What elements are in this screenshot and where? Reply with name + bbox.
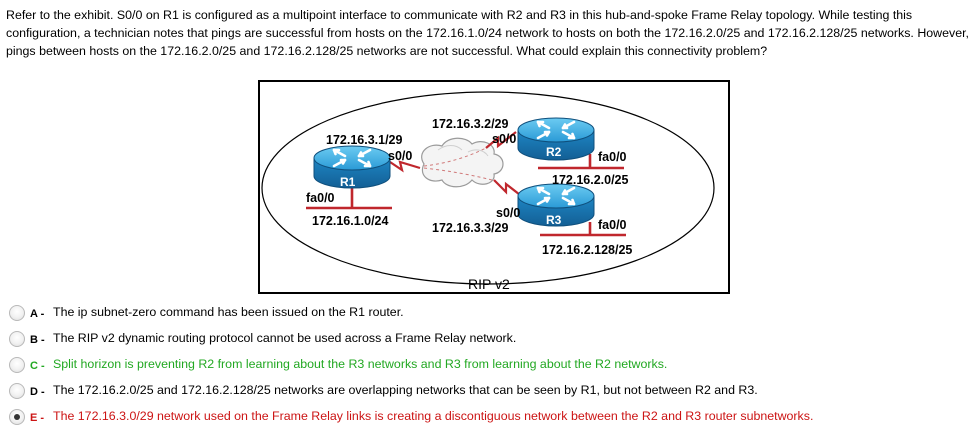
router-r3-label: R3 (546, 213, 562, 227)
routing-protocol-label: RIP v2 (468, 276, 510, 292)
r2-lan-net: 172.16.2.0/25 (552, 173, 629, 187)
option-letter: D - (30, 386, 45, 398)
serial-link-r3 (493, 179, 525, 199)
exhibit-diagram: R1 R2 R3 172.16.3.1/29 s0/0 fa0/0 172.16… (258, 80, 730, 294)
r1-serial-if: s0/0 (388, 149, 412, 163)
router-r2-label: R2 (546, 145, 562, 159)
question-text: Refer to the exhibit. S0/0 on R1 is conf… (6, 8, 969, 58)
lan-segment-r1 (306, 186, 392, 210)
r3-serial-ip: 172.16.3.3/29 (432, 221, 509, 235)
topology-svg: R1 R2 R3 172.16.3.1/29 s0/0 fa0/0 172.16… (261, 91, 715, 292)
r3-serial-if: s0/0 (496, 206, 520, 220)
frame-relay-cloud-icon (421, 137, 504, 188)
lan-segment-r3 (540, 222, 626, 237)
radio-button-icon[interactable] (9, 331, 25, 347)
r1-lan-if: fa0/0 (306, 191, 335, 205)
r3-lan-net: 172.16.2.128/25 (542, 243, 632, 257)
option-letter: A - (30, 308, 45, 320)
rip-domain-ellipse (261, 91, 715, 285)
r3-lan-if: fa0/0 (598, 218, 627, 232)
option-letter: E - (30, 412, 45, 424)
r2-serial-if: s0/0 (492, 132, 516, 146)
option-letter: B - (30, 334, 45, 346)
serial-link-r1 (389, 160, 421, 173)
radio-button-icon[interactable] (9, 357, 25, 373)
r1-serial-ip: 172.16.3.1/29 (326, 133, 403, 147)
r2-lan-if: fa0/0 (598, 150, 627, 164)
option-c[interactable]: C - Split horizon is preventing R2 from … (9, 356, 969, 376)
option-d[interactable]: D - The 172.16.2.0/25 and 172.16.2.128/2… (9, 382, 969, 402)
radio-button-icon[interactable] (9, 305, 25, 321)
lan-segment-r2 (538, 154, 624, 170)
option-text: The ip subnet-zero command has been issu… (53, 305, 404, 319)
option-text: The 172.16.3.0/29 network used on the Fr… (53, 409, 814, 423)
option-e[interactable]: E - The 172.16.3.0/29 network used on th… (9, 408, 969, 428)
radio-button-icon[interactable] (9, 409, 25, 425)
serial-link-r2 (485, 131, 517, 149)
option-letter: C - (30, 360, 45, 372)
option-a[interactable]: A - The ip subnet-zero command has been … (9, 304, 969, 324)
r1-lan-net: 172.16.1.0/24 (312, 214, 389, 228)
router-r1-label: R1 (340, 175, 356, 189)
option-text: The RIP v2 dynamic routing protocol cann… (53, 331, 517, 345)
radio-button-icon[interactable] (9, 383, 25, 399)
option-text: The 172.16.2.0/25 and 172.16.2.128/25 ne… (53, 383, 758, 397)
r2-serial-ip: 172.16.3.2/29 (432, 117, 509, 131)
option-text: Split horizon is preventing R2 from lear… (53, 357, 668, 371)
option-b[interactable]: B - The RIP v2 dynamic routing protocol … (9, 330, 969, 350)
